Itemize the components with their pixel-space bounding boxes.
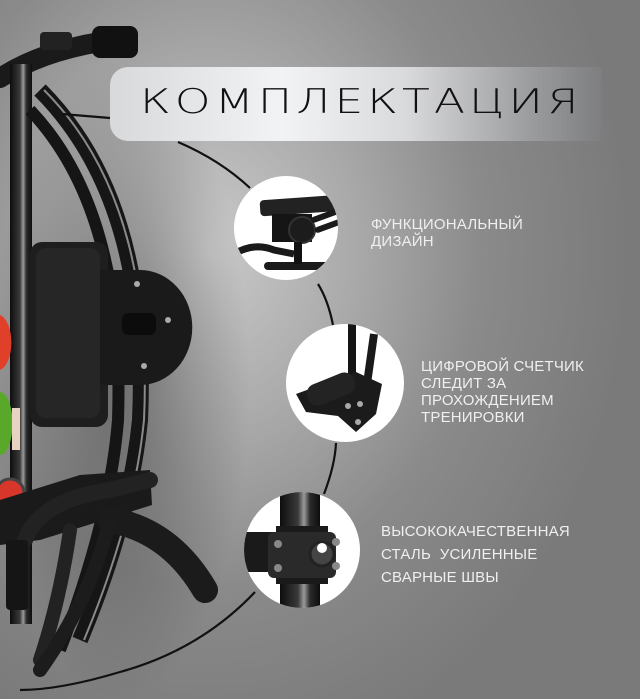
page-title: КОМПЛЕКТАЦИЯ (140, 82, 583, 122)
feature-caption-3: ВЫСОКОКАЧЕСТВЕННАЯ СТАЛЬ УСИЛЕННЫЕ СВАРН… (381, 523, 570, 586)
feature-image-counter (286, 324, 404, 442)
title-banner (110, 67, 602, 141)
feature-image-joint (244, 492, 360, 608)
feature-caption-2: ЦИФРОВОЙ СЧЕТЧИК СЛЕДИТ ЗА ПРОХОЖДЕНИЕМ … (421, 358, 584, 426)
digital-counter-icon (296, 324, 382, 432)
feature-image-seat (234, 176, 338, 280)
seat-mechanism-icon (234, 194, 338, 270)
feature-caption-1: ФУНКЦИОНАЛЬНЫЙ ДИЗАЙН (371, 216, 523, 250)
steel-joint-icon (244, 492, 340, 608)
